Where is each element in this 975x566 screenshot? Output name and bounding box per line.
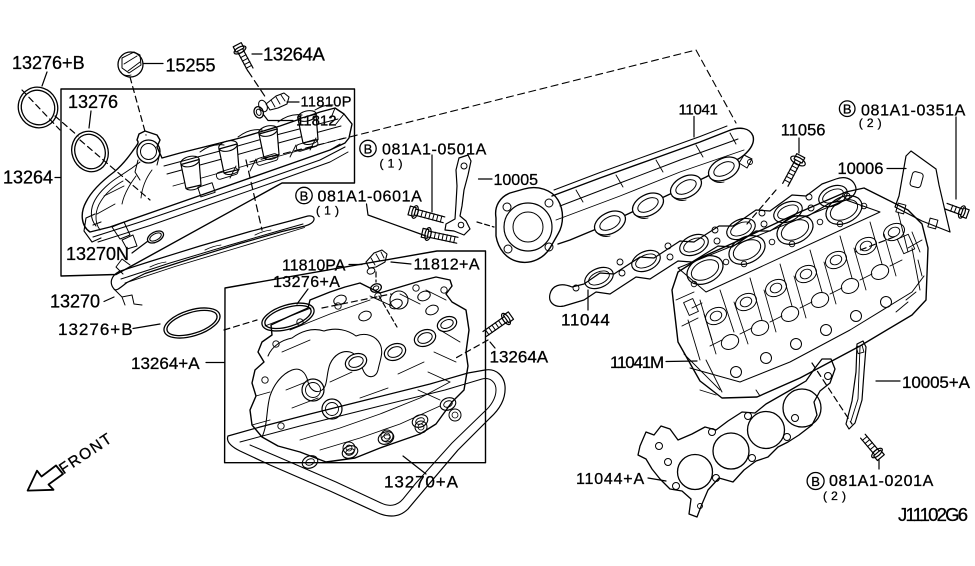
svg-text:10006: 10006	[838, 160, 884, 178]
svg-text:11041: 11041	[679, 102, 718, 119]
svg-text:11056: 11056	[781, 122, 826, 140]
svg-text:081A1-0501A: 081A1-0501A	[382, 142, 487, 159]
svg-text:15255: 15255	[166, 56, 216, 76]
svg-text:10005+A: 10005+A	[902, 373, 971, 392]
svg-text:13276+B: 13276+B	[12, 53, 85, 73]
svg-text:11044: 11044	[561, 311, 611, 330]
svg-text:B: B	[364, 142, 373, 157]
svg-text:13270+A: 13270+A	[384, 473, 459, 492]
svg-text:( 2 ): ( 2 )	[823, 489, 846, 503]
svg-text:( 1 ): ( 1 )	[380, 157, 403, 171]
svg-text:13270N: 13270N	[66, 244, 129, 264]
svg-text:13276+A: 13276+A	[273, 274, 340, 291]
svg-text:13264: 13264	[3, 168, 53, 188]
svg-text:13276+B: 13276+B	[58, 320, 134, 339]
svg-text:11044+A: 11044+A	[576, 471, 645, 488]
svg-text:B: B	[843, 102, 852, 117]
svg-text:13270: 13270	[50, 292, 100, 312]
svg-text:11812: 11812	[296, 113, 337, 130]
svg-text:13264A: 13264A	[263, 44, 325, 65]
svg-text:11810P: 11810P	[301, 95, 352, 111]
svg-text:11810PA: 11810PA	[282, 258, 346, 275]
svg-text:( 2 ): ( 2 )	[859, 116, 882, 130]
svg-text:B: B	[300, 189, 309, 204]
svg-text:( 1 ): ( 1 )	[316, 204, 339, 218]
svg-text:081A1-0201A: 081A1-0201A	[829, 473, 934, 490]
svg-text:11041M: 11041M	[610, 353, 663, 372]
svg-text:081A1-0351A: 081A1-0351A	[861, 103, 966, 120]
svg-text:13264+A: 13264+A	[131, 354, 200, 373]
svg-text:J11102G6: J11102G6	[898, 504, 968, 525]
svg-text:B: B	[811, 474, 820, 489]
svg-text:13276: 13276	[68, 92, 118, 112]
svg-text:11812+A: 11812+A	[414, 257, 480, 274]
svg-text:13264A: 13264A	[490, 348, 549, 367]
svg-text:081A1-0601A: 081A1-0601A	[318, 189, 423, 206]
svg-text:10005: 10005	[494, 172, 539, 189]
